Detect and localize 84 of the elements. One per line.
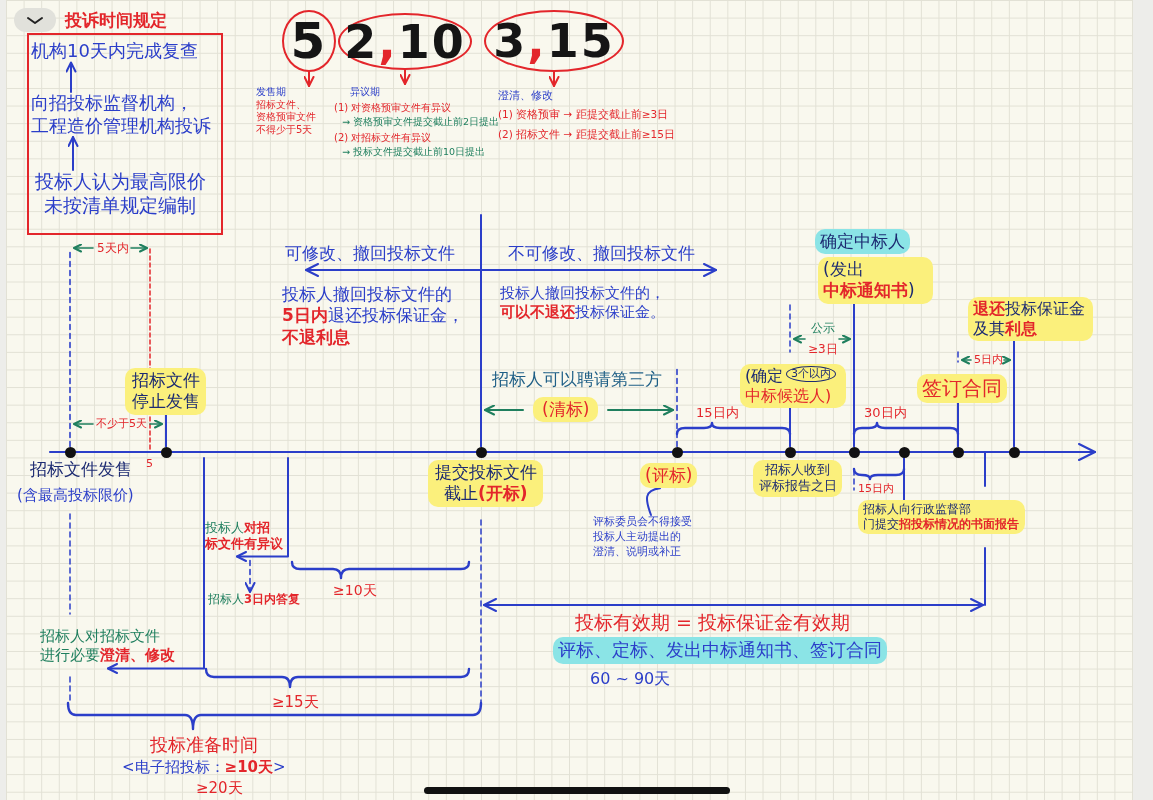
timeline-dot — [1008, 446, 1020, 458]
note-text: 招标文件、资格预审文件不得少于5天 — [256, 98, 317, 136]
duration-label: ≥15天 — [272, 693, 319, 712]
duration-label: 5天内 — [97, 241, 129, 256]
duration-label: 15日内 — [858, 482, 894, 496]
note-text: (确定 — [745, 366, 784, 386]
note-text: → 投标文件提交截止前10日提出 — [341, 145, 486, 160]
highlighted-label: 提交投标文件截止(开标) — [428, 460, 544, 507]
note-text: <电子招投标：≥10天> — [122, 758, 286, 777]
duration-label: ≥20天 — [196, 779, 243, 798]
duration-label: 不少于5天 — [96, 417, 147, 431]
arrow — [236, 457, 289, 562]
note-text: 招标人3日内答复 — [208, 592, 300, 607]
highlighted-label: 招标文件停止发售 — [125, 368, 207, 415]
note-text: 投标有效期 = 投标保证金有效期 — [575, 611, 850, 635]
note-text: 投标人撤回投标文件的5日内退还投标保证金，不退利息 — [282, 284, 465, 348]
highlighted-label: 招标人收到评标报告之日 — [753, 460, 843, 497]
duration-label: 60 ~ 90天 — [590, 669, 671, 689]
highlighted-label: 评标、定标、发出中标通知书、签订合同 — [553, 637, 887, 664]
step-text: 机构10天内完成复查 — [31, 40, 198, 63]
highlight-patch — [740, 364, 846, 408]
box-heading: 投诉时间规定 — [65, 10, 167, 32]
circled-number: 2,10 — [338, 13, 472, 70]
arrow — [303, 71, 315, 87]
timeline-dot — [160, 446, 172, 458]
duration-label: 30日内 — [864, 405, 907, 422]
note-text: (1) 对资格预审文件有异议 — [334, 100, 452, 115]
note-text: 投标人对招标文件有异议 — [205, 520, 286, 553]
arrow — [107, 457, 205, 674]
note-text: 投标人撤回投标文件的，可以不退还投标保证金。 — [500, 284, 666, 322]
timeline-dot — [64, 446, 76, 458]
guide-line — [480, 214, 482, 448]
note-text: 投标准备时间 — [150, 734, 258, 757]
connector-line — [789, 407, 791, 448]
timeline-dot — [671, 446, 683, 458]
arrow — [399, 69, 411, 85]
highlighted-label: 招标人向行政监督部门提交招投标情况的书面报告 — [858, 500, 1026, 534]
highlighted-label: 确定中标人 — [815, 229, 910, 255]
note-text: 招标文件发售 — [30, 459, 132, 481]
highlighted-label: 退还投标保证金及其利息 — [968, 297, 1094, 341]
duration-label: ≥3日 — [808, 342, 838, 357]
connector-line — [1013, 340, 1015, 448]
dashed-arrow — [244, 559, 256, 593]
note-heading: 澄清、修改 — [498, 88, 553, 103]
duration-label: ≥10天 — [333, 582, 377, 600]
note-text: → 资格预审文件提交截止前2日提出 — [341, 116, 500, 129]
note-text: 不可修改、撤回投标文件 — [508, 243, 695, 265]
leader-line — [645, 487, 661, 516]
arrow — [65, 61, 77, 93]
timeline-dot — [784, 446, 796, 458]
tick-label: 5 — [146, 457, 153, 471]
step-text: 投标人认为最高限价未按清单规定编制 — [33, 170, 208, 218]
highlighted-label: 签订合同 — [917, 374, 1007, 403]
timeline-dot — [848, 446, 860, 458]
note-text: 招标人对招标文件进行必要澄清、修改 — [40, 627, 177, 665]
circled-number: 5 — [282, 10, 336, 72]
note-text: (2) 招标文件 → 距提交截止前≥15日 — [498, 126, 675, 142]
dashed-guide-line — [676, 367, 678, 448]
note-text: (含最高投标限价) — [17, 486, 134, 505]
connector-line — [957, 402, 959, 448]
circled-number: 3,15 — [484, 10, 624, 72]
duration-label: 5日内 — [974, 353, 1003, 367]
note-text: 可修改、撤回投标文件 — [285, 243, 455, 265]
note-heading: 异议期 — [349, 85, 380, 99]
note-text: (1) 资格预审 → 距提交截止前≥3日 — [498, 107, 669, 123]
timeline-dot — [898, 446, 910, 458]
connector-line — [853, 302, 855, 448]
highlighted-label: (评标) — [640, 463, 698, 489]
note-heading: 发售期 — [256, 86, 286, 99]
highlighted-label: (清标) — [533, 397, 599, 423]
highlighted-label: (发出中标通知书) — [818, 257, 934, 304]
timeline-dot — [952, 446, 964, 458]
arrow — [67, 136, 79, 171]
connector-line — [903, 456, 905, 501]
note-text: 公示 — [811, 321, 835, 336]
timeline-dot — [475, 446, 487, 458]
note-text: (2) 对招标文件有异议 — [334, 130, 432, 145]
note-text: 中标候选人) — [745, 386, 832, 406]
connector-line — [165, 413, 167, 448]
duration-label: 15日内 — [696, 405, 739, 422]
arrow — [548, 71, 560, 87]
note-text: 招标人可以聘请第三方 — [492, 369, 662, 391]
step-text: 向招投标监督机构，工程造价管理机构投诉 — [31, 92, 213, 137]
note-text: 评标委员会不得接受投标人主动提出的澄清、说明或补正 — [593, 515, 696, 560]
